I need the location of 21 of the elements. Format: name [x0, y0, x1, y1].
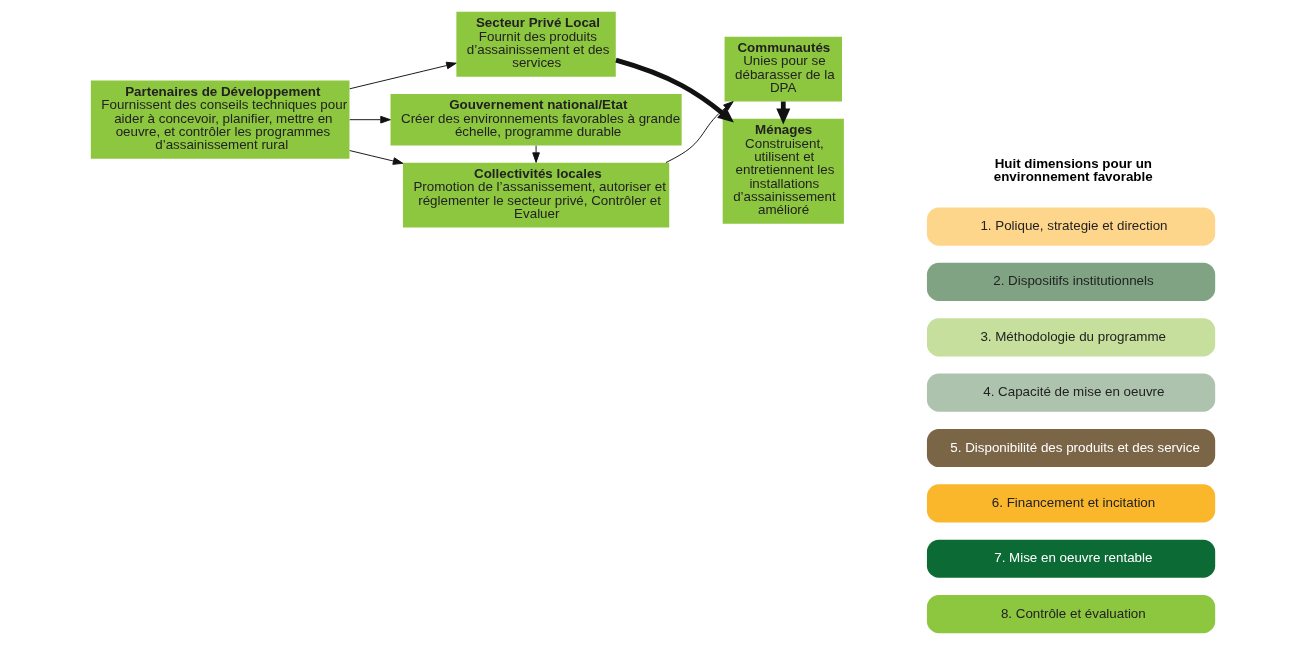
node-box: Partenaires de Développement Fournissent des conseils techniques pour aider à concevoir, planifier, mettre en oeuvre, et contrôler les programmes d’assainissement rural	[90, 80, 350, 159]
node-box: 8. Contrôle et évaluation	[926, 595, 1216, 634]
node-box: 3. Méthodologie du programme	[926, 318, 1216, 357]
label: Huit dimensions pour un environnement favorable	[993, 155, 1153, 184]
arrow	[615, 57, 734, 123]
node-box: 5. Disponibilité des produits et des service	[926, 428, 1216, 468]
node-box: Ménages Construisent, utilisent et entretiennent les installations d’assainissement amélioré	[722, 118, 844, 224]
node-box: 4. Capacité de mise en oeuvre	[926, 373, 1216, 412]
node-box: Communautés Unies pour se débarasser de la DPA	[724, 36, 842, 102]
node-box: 2. Dispositifs institutionnels	[926, 262, 1216, 301]
arrow	[532, 145, 540, 163]
node-box: Gouvernement national/Etat Créer des environnements favorables à grande échelle, programme durable	[390, 93, 682, 146]
arrow	[665, 101, 734, 164]
node-box: Secteur Privé Local Fournit des produits d’assainissement et des services	[456, 11, 616, 77]
node-box: 1. Polique, strategie et direction	[926, 207, 1216, 246]
node-box: Collectivités locales Promotion de l’assanissement, autoriser et réglementer le secteur privé, Contrôler et Evaluer	[402, 162, 670, 228]
node-box: 6. Financement et incitation	[926, 484, 1216, 523]
node-box: 7. Mise en oeuvre rentable	[926, 539, 1216, 578]
arrow	[349, 61, 457, 90]
arrow	[349, 150, 404, 165]
arrow	[349, 115, 391, 124]
